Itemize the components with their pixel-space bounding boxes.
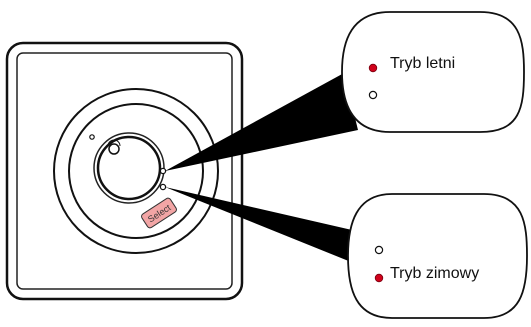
winter-mode-label: Tryb zimowy (390, 265, 479, 282)
knob-body (96, 135, 162, 201)
rotary-knob[interactable] (93, 132, 165, 204)
ring-marker-dot (89, 134, 95, 140)
winter-dot-active (374, 273, 384, 283)
callout-summer: Tryb letni (341, 11, 525, 133)
callout-winter-bubble (347, 193, 528, 319)
select-button-shape (141, 197, 177, 229)
summer-pointer (165, 73, 358, 171)
winter-dot-inactive (374, 245, 384, 255)
knob-highlight (107, 139, 121, 147)
callout-winter: Tryb zimowy (347, 193, 528, 319)
winter-pointer (165, 187, 356, 264)
callout-summer-bubble (341, 11, 525, 133)
summer-dot-active (368, 63, 378, 73)
summer-mode-label: Tryb letni (390, 55, 455, 72)
device-led-bottom (159, 183, 167, 191)
device-led-top (159, 167, 167, 175)
device-panel: Select (5, 41, 244, 301)
summer-dot-inactive (368, 90, 378, 100)
knob-indicator (108, 143, 120, 155)
